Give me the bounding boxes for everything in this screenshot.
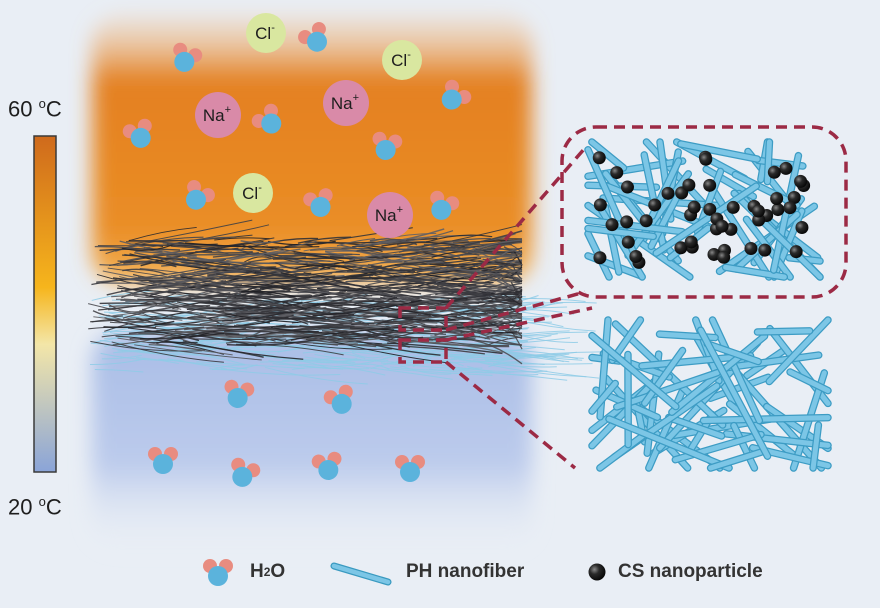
water-molecule [148,447,178,474]
cs-nanoparticle [715,219,729,233]
water-molecule [430,190,460,220]
zoom-box-bottom-source [398,338,448,364]
legend-nanofiber-label: PH nanofiber [406,561,525,582]
water-molecule [173,42,203,72]
temp-top-value: 60 [8,96,33,122]
water-molecule [372,131,403,160]
temperature-label-top: 60 oC [8,96,62,122]
chloride-ion-label: Cl- [391,49,411,70]
cs-nanoparticle [684,235,698,249]
cs-nanoparticle [661,186,675,200]
zoom-frame-cs-layer [560,125,848,299]
cold-permeate-region [92,332,532,552]
water-molecule [441,79,472,110]
cs-nanoparticle [771,203,785,217]
membrane [87,219,601,385]
water-molecule [186,180,215,210]
cs-nanoparticle [682,178,696,192]
cs-nanoparticle [699,152,713,166]
legend-nanoparticle-label: CS nanoparticle [618,561,763,582]
sodium-ion: Na+ [367,192,413,238]
water-molecule [224,379,255,408]
water-molecule [298,22,327,52]
cs-nanoparticle [605,218,619,232]
cs-nanoparticle [674,241,688,255]
cs-nanoparticle [726,200,740,214]
cs-nanoparticle [703,178,717,192]
zoom-indicator [398,125,848,470]
zoom-cs-coated-fibers [584,138,824,281]
legend-water-icon [203,559,233,586]
cs-nanoparticle [767,165,781,179]
water-h: H [250,561,264,582]
water-molecule [311,451,342,480]
legend-nanofiber-icon [330,562,392,586]
hot-feed-region [92,14,532,284]
cs-nanoparticle [621,235,635,249]
cs-coated-layer [87,219,523,365]
chloride-ion: Cl- [246,13,286,53]
legend-water-molecule [203,559,233,586]
cs-nanoparticle [629,249,643,263]
cs-nanoparticle [795,220,809,234]
water-sub: 2 [263,565,271,579]
water-molecule [395,455,425,482]
chloride-ion: Cl- [382,40,422,80]
cs-nanoparticle [789,245,803,259]
cs-nanoparticle [744,242,758,256]
cs-nanoparticle [592,151,606,165]
cs-nanoparticle [639,214,653,228]
water-molecules-group [122,22,472,487]
cs-nanoparticle [758,243,772,257]
cs-nanoparticle [687,200,701,214]
cs-nanoparticle [648,198,662,212]
water-molecule [122,118,152,148]
temp-bottom-unit: C [45,494,62,520]
temp-top-degree: o [38,96,46,111]
cs-nanoparticle [620,215,634,229]
water-molecule [231,457,261,487]
chloride-ion-label: Cl- [255,22,275,43]
ions-group: Cl- Cl- Cl- Na+ Na+ Na+ [195,13,422,238]
water-molecule [323,384,353,414]
temp-bottom-degree: o [38,494,46,509]
cs-nanoparticle [703,202,717,216]
cs-nanoparticle [620,180,634,194]
cs-nanoparticle [779,161,793,175]
temp-bottom-value: 20 [8,494,33,520]
water-molecule [303,188,333,217]
zoom-ph-nanofibers [588,316,832,472]
cs-nanoparticle [787,190,801,204]
sodium-ion-label: Na+ [203,104,231,125]
sodium-ion-label: Na+ [331,92,359,113]
water-o: O [270,561,286,582]
chloride-ion-label: Cl- [242,182,262,203]
cs-nanoparticle [610,166,624,180]
chloride-ion: Cl- [233,173,273,213]
legend-symbols [203,559,606,586]
sodium-ion: Na+ [323,80,369,126]
cs-nanoparticle [707,247,721,261]
cs-nanoparticle [794,174,808,188]
temperature-label-bottom: 20 oC [8,494,62,520]
sodium-ion: Na+ [195,92,241,138]
cs-nanoparticle [593,251,607,265]
cs-nanoparticle [770,192,784,206]
temperature-scale-bar [33,135,57,473]
legend-nanoparticle-icon [588,563,606,581]
cs-nanoparticle [783,201,797,215]
temp-top-unit: C [45,96,62,122]
water-molecule [251,103,282,134]
cs-nanoparticle [717,250,731,264]
cs-nanoparticle [751,204,765,218]
zoom-box-top-source [398,306,448,332]
sodium-ion-label: Na+ [375,204,403,225]
cs-nanoparticle [593,198,607,212]
